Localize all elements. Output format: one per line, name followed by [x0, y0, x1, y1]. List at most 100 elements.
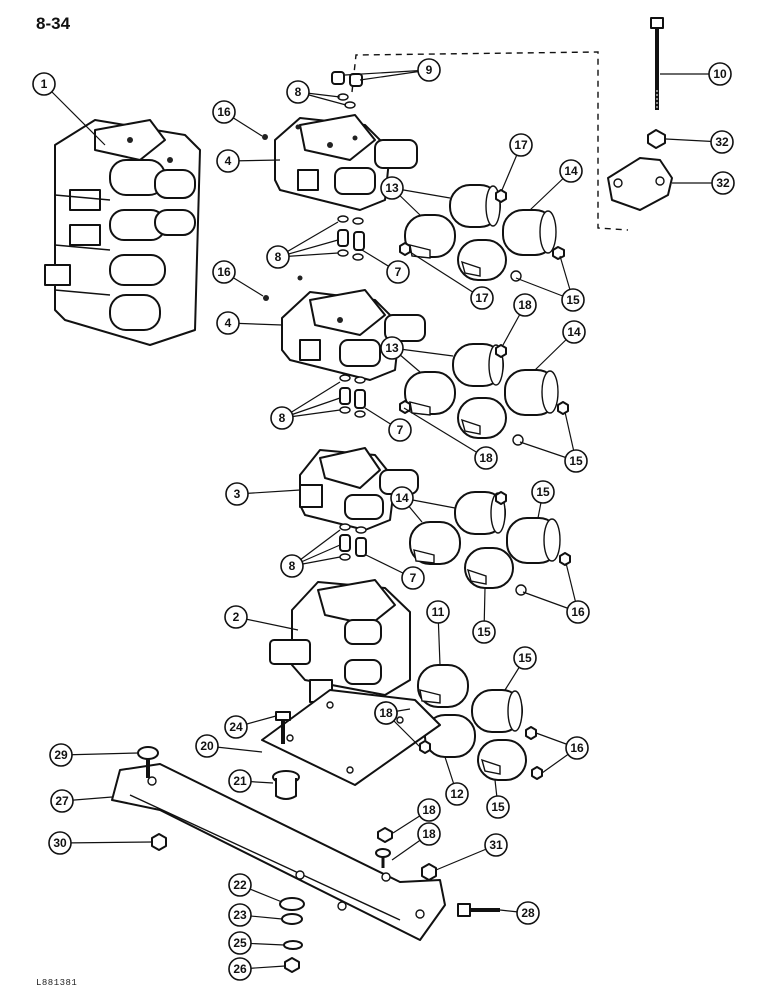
nut-21	[377, 827, 393, 843]
o-rings	[337, 93, 356, 109]
svg-text:14: 14	[564, 164, 578, 178]
fitting-pair	[331, 71, 363, 87]
svg-text:16: 16	[217, 105, 231, 119]
valve-section-inlet	[269, 579, 411, 703]
callout: 16	[212, 100, 263, 137]
svg-text:25: 25	[233, 936, 247, 950]
callout: 21	[228, 769, 274, 793]
callout: 2	[224, 605, 299, 631]
svg-text:13: 13	[385, 341, 399, 355]
svg-text:2: 2	[233, 610, 240, 624]
callout: 29	[49, 743, 139, 767]
svg-text:8: 8	[289, 559, 296, 573]
callout: 4	[216, 149, 281, 173]
callout: 3	[225, 482, 301, 506]
callout: 25	[228, 931, 285, 955]
callout: 14	[534, 320, 586, 371]
valve-section-top	[274, 114, 418, 211]
support-bracket	[111, 763, 446, 941]
svg-text:21: 21	[233, 774, 247, 788]
callout: 9	[344, 58, 441, 82]
callout: 18	[374, 701, 421, 748]
svg-text:27: 27	[55, 794, 69, 808]
callout: 8	[280, 529, 341, 578]
svg-text:1: 1	[41, 77, 48, 91]
callout: 16	[212, 260, 264, 297]
svg-text:11: 11	[432, 605, 445, 619]
washer-24	[279, 897, 305, 911]
svg-text:18: 18	[422, 827, 436, 841]
nut	[647, 129, 666, 149]
bolt-long	[650, 17, 664, 110]
svg-text:15: 15	[569, 454, 583, 468]
solenoid-group-1	[399, 184, 565, 282]
svg-text:24: 24	[229, 720, 243, 734]
callout: 30	[48, 831, 153, 855]
nut-28	[284, 957, 300, 973]
callout: 31	[435, 833, 508, 871]
washer-25	[281, 913, 303, 925]
svg-text:32: 32	[716, 176, 730, 190]
callout: 8	[286, 80, 347, 106]
svg-text:9: 9	[426, 63, 433, 77]
svg-text:15: 15	[518, 651, 532, 665]
valve-assembly-complete	[44, 119, 201, 346]
svg-text:31: 31	[489, 838, 503, 852]
svg-text:8: 8	[295, 85, 302, 99]
svg-text:14: 14	[395, 491, 409, 505]
bolt-30	[457, 903, 500, 917]
callout: 8	[266, 221, 339, 269]
svg-text:15: 15	[566, 293, 580, 307]
svg-text:23: 23	[233, 908, 247, 922]
bushing	[272, 770, 300, 800]
callout: 15	[472, 587, 496, 644]
nut-32-left	[151, 833, 167, 851]
svg-text:17: 17	[514, 138, 528, 152]
svg-text:28: 28	[521, 906, 535, 920]
end-cover	[607, 157, 673, 211]
callout: 15	[531, 480, 555, 519]
svg-text:4: 4	[225, 154, 232, 168]
solenoid-group-2	[399, 343, 569, 446]
screw-20	[375, 848, 391, 868]
svg-text:15: 15	[477, 625, 491, 639]
callout: 13	[380, 336, 454, 373]
callout: 15	[519, 411, 588, 473]
callout: 7	[365, 554, 425, 590]
figure-code: L881381	[36, 978, 78, 988]
svg-text:13: 13	[385, 181, 399, 195]
svg-text:15: 15	[536, 485, 550, 499]
callout: 8	[270, 381, 341, 430]
callout: 32	[665, 130, 734, 154]
callout: 27	[50, 789, 113, 813]
callout: 22	[228, 873, 283, 903]
svg-text:16: 16	[571, 605, 585, 619]
svg-text:4: 4	[225, 316, 232, 330]
bolt-31	[137, 746, 159, 778]
svg-text:8: 8	[279, 411, 286, 425]
svg-text:18: 18	[518, 298, 532, 312]
nut-32-right	[421, 863, 437, 881]
callout: 28	[499, 901, 540, 925]
callout: 18	[391, 822, 441, 861]
callout: 16	[522, 562, 590, 624]
callout: 17	[409, 251, 494, 310]
callout: 12	[444, 756, 469, 806]
svg-text:14: 14	[567, 325, 581, 339]
solenoid-group-3	[409, 491, 571, 596]
callout: 15	[486, 779, 510, 819]
svg-text:3: 3	[234, 487, 241, 501]
callout: 24	[224, 715, 277, 739]
callout: 16	[535, 732, 589, 774]
callout: 14	[390, 486, 456, 523]
callout: 18	[403, 407, 498, 470]
svg-text:18: 18	[479, 451, 493, 465]
callout: 17	[501, 133, 533, 191]
svg-text:22: 22	[233, 878, 247, 892]
svg-text:12: 12	[450, 787, 464, 801]
callout: 7	[364, 407, 412, 442]
svg-text:18: 18	[422, 803, 436, 817]
svg-text:16: 16	[570, 741, 584, 755]
